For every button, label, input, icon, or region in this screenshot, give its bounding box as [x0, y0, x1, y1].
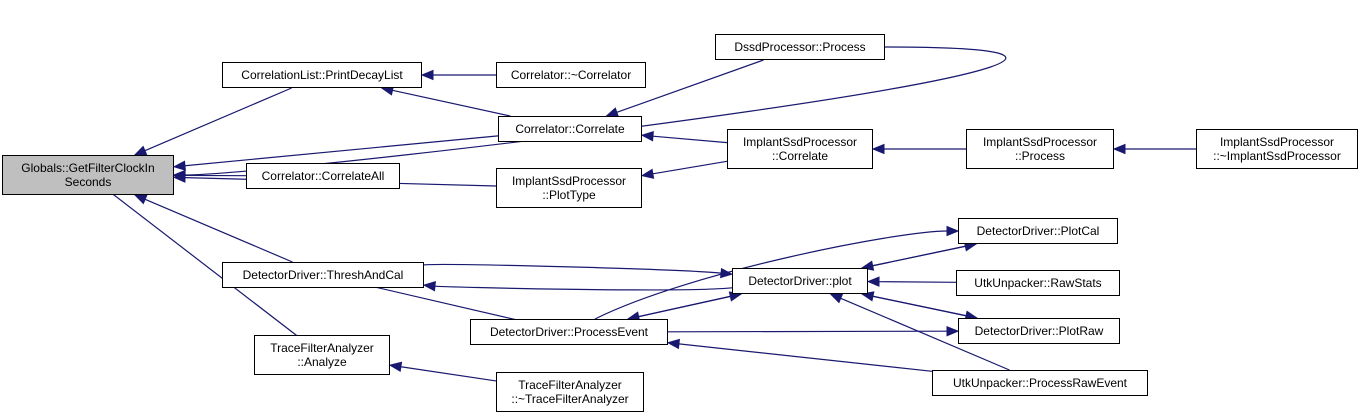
node-label-line: Globals::GetFilterClockIn — [21, 161, 155, 175]
node-correlator-correlateall[interactable]: Correlator::CorrelateAll — [246, 163, 400, 189]
edge-rawevent-to-ddplot — [840, 297, 1010, 371]
node-label-line: ImplantSsdProcessor — [511, 174, 627, 188]
node-correlator-destructor[interactable]: Correlator::~Correlator — [496, 62, 646, 88]
edge-tfadtor-to-tfa — [400, 366, 497, 382]
node-label: DetectorDriver::ThreshAndCal — [242, 268, 404, 282]
node-detectordriver-threshandcal[interactable]: DetectorDriver::ThreshAndCal — [222, 262, 424, 288]
node-detectordriver-plot[interactable]: DetectorDriver::plot — [732, 268, 868, 294]
node-correlationlist-printdecaylist[interactable]: CorrelationList::PrintDecayList — [222, 62, 422, 88]
arrowhead-printdecay-to-root — [133, 145, 148, 156]
edge-ddplot-to-procevent — [638, 293, 742, 318]
arrowhead-thresh-to-root — [133, 194, 148, 205]
arrowhead-rawevent-to-ddplot — [829, 293, 844, 304]
arrowhead-iscorr-to-correlate — [640, 131, 654, 142]
node-implantssdprocessor-process[interactable]: ImplantSsdProcessor ::Process — [966, 129, 1114, 169]
node-label: UtkUnpacker::ProcessRawEvent — [952, 376, 1128, 390]
node-detectordriver-plotraw[interactable]: DetectorDriver::PlotRaw — [958, 318, 1120, 344]
arrowhead-isdtor-to-isproc — [1112, 143, 1126, 155]
edge-iscorr-to-correlate — [652, 135, 728, 144]
arrowhead-tfadtor-to-tfa — [388, 361, 403, 373]
node-detectordriver-plotcal[interactable]: DetectorDriver::PlotCal — [958, 218, 1118, 244]
edge-ddplot-to-plotraw — [862, 293, 967, 317]
node-label-line: ImplantSsdProcessor — [1219, 135, 1335, 149]
edge-rawevent-to-procevent — [678, 343, 933, 372]
node-label-line: ::Analyze — [297, 355, 347, 369]
node-label-line: ImplantSsdProcessor — [982, 135, 1098, 149]
arrowhead-correlate-to-root — [172, 160, 186, 171]
edge-procevent-to-plotraw — [667, 330, 948, 333]
node-label: Correlator::CorrelateAll — [261, 169, 385, 183]
edge-ddplot-to-thresh — [434, 285, 733, 291]
node-label-line: ::PlotType — [542, 188, 596, 202]
node-label: DssdProcessor::Process — [734, 40, 866, 54]
arrowhead-isproc-to-iscorr — [871, 143, 885, 155]
node-label-line: ::Correlate — [771, 149, 829, 163]
edge-thresh-to-ddplot — [423, 263, 722, 274]
node-utkunpacker-processrawevent[interactable]: UtkUnpacker::ProcessRawEvent — [932, 370, 1148, 396]
arrowhead-corrdtor-to-printdecay — [420, 69, 434, 81]
arrowhead-rawstats-to-ddplot — [866, 276, 880, 287]
node-label: Correlator::Correlate — [515, 122, 625, 136]
node-label: UtkUnpacker::RawStats — [974, 276, 1102, 290]
node-label-line: TraceFilterAnalyzer — [518, 378, 622, 392]
node-label-line: ::Process — [1014, 149, 1065, 163]
node-label-line: ::~TraceFilterAnalyzer — [511, 392, 629, 406]
node-globals-getfilterclockinseconds: Globals::GetFilterClockIn Seconds — [2, 155, 174, 195]
arrowhead-isplot-to-root — [172, 172, 186, 183]
node-tracefilteranalyzer-destructor[interactable]: TraceFilterAnalyzer ::~TraceFilterAnalyz… — [496, 372, 644, 412]
node-implantssdprocessor-correlate[interactable]: ImplantSsdProcessor ::Correlate — [727, 129, 873, 169]
edge-rawstats-to-ddplot — [878, 281, 957, 283]
node-implantssdprocessor-destructor[interactable]: ImplantSsdProcessor ::~ImplantSsdProcess… — [1196, 129, 1358, 169]
node-label: DetectorDriver::PlotRaw — [974, 324, 1104, 338]
node-label: CorrelationList::PrintDecayList — [241, 68, 403, 82]
edge-thresh-to-root — [144, 198, 293, 263]
edge-procevent-to-plotcal — [594, 230, 948, 320]
edge-correlate-to-printdecay — [392, 89, 511, 117]
arrowhead-ddplot-to-thresh — [422, 281, 436, 292]
arrowhead-procevent-to-plotraw — [946, 325, 960, 337]
arrowhead-iscorr-to-isplot — [640, 168, 655, 179]
node-dssdprocessor-process[interactable]: DssdProcessor::Process — [715, 34, 885, 60]
edge-dssd-to-correlate — [616, 59, 764, 113]
node-tracefilteranalyzer-analyze[interactable]: TraceFilterAnalyzer ::Analyze — [254, 335, 390, 375]
node-label-line: Seconds — [64, 175, 112, 189]
edge-correlate-to-root — [184, 135, 499, 167]
arrowhead-rawevent-to-procevent — [666, 338, 680, 350]
edge-iscorr-to-isplot — [652, 160, 728, 175]
node-label: Correlator::~Correlator — [510, 68, 632, 82]
node-label-line: TraceFilterAnalyzer — [270, 341, 374, 355]
edge-ddplot-to-plotcal — [861, 245, 966, 269]
node-implantssdprocessor-plottype[interactable]: ImplantSsdProcessor ::PlotType — [496, 168, 642, 208]
node-label-line: ::~ImplantSsdProcessor — [1213, 149, 1341, 163]
edge-printdecay-to-root — [144, 87, 292, 152]
node-label: DetectorDriver::ProcessEvent — [489, 325, 649, 339]
node-label: DetectorDriver::plot — [748, 274, 852, 288]
node-label: DetectorDriver::PlotCal — [976, 224, 1100, 238]
node-utkunpacker-rawstats[interactable]: UtkUnpacker::RawStats — [956, 270, 1120, 296]
node-label-line: ImplantSsdProcessor — [742, 135, 858, 149]
node-correlator-correlate[interactable]: Correlator::Correlate — [498, 116, 642, 142]
node-detectordriver-processevent[interactable]: DetectorDriver::ProcessEvent — [470, 319, 668, 345]
arrowhead-procevent-to-plotcal — [946, 225, 960, 237]
